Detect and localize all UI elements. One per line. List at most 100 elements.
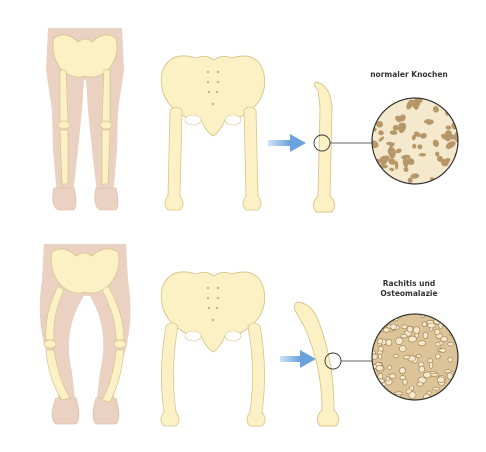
porous-mark <box>440 336 449 342</box>
right-knee <box>99 120 113 130</box>
porous-mark <box>373 386 381 394</box>
obturator-left-bowed <box>184 330 202 342</box>
trabecula-mark <box>435 151 440 157</box>
trabecula-mark <box>454 132 458 143</box>
trabecula-mark <box>407 158 415 165</box>
trabecula-mark <box>386 141 393 146</box>
porous-mark <box>377 338 384 345</box>
left-knee <box>57 120 71 130</box>
porous-mark <box>372 383 380 388</box>
right-arrow-icon <box>268 134 306 152</box>
porous-mark <box>418 365 425 373</box>
femur-right-curved <box>246 322 266 427</box>
trabecula-mark <box>407 177 413 183</box>
femur-single-normal <box>313 81 335 213</box>
obturator-left <box>184 114 202 126</box>
porous-mark <box>395 337 404 345</box>
trabecula-mark <box>376 98 384 106</box>
trabecula-mark <box>376 101 382 107</box>
obturator-right-bowed <box>224 330 242 342</box>
bone-structure-rickets <box>371 313 459 401</box>
label-rickets-line2: Osteomalazie <box>380 289 438 298</box>
trabecula-mark <box>432 139 440 148</box>
porous-mark <box>408 391 417 399</box>
porous-mark <box>446 372 454 380</box>
porous-mark <box>372 325 377 334</box>
femur-left-curved <box>160 322 180 427</box>
trabecula-mark <box>446 144 451 150</box>
left-tibia <box>59 129 69 185</box>
porous-mark <box>441 320 447 324</box>
trabecula-mark <box>418 153 427 157</box>
porous-mark <box>427 358 433 364</box>
porous-mark <box>394 391 404 396</box>
rickets-pelvis-femurs <box>160 271 266 427</box>
trabecula-mark <box>394 160 399 170</box>
trabecula-mark <box>378 136 385 142</box>
porous-mark <box>444 369 452 374</box>
porous-mark <box>389 373 397 379</box>
sacrum-dots <box>206 70 220 106</box>
trabecula-mark <box>417 144 423 150</box>
obturator-right <box>224 114 242 126</box>
trabecula-mark <box>445 125 452 130</box>
trabecula-mark <box>395 115 403 123</box>
normal-legs-figure <box>46 28 124 211</box>
porous-mark <box>407 335 417 343</box>
rickets-legs-figure <box>39 244 131 425</box>
porous-mark <box>436 376 445 383</box>
porous-mark <box>403 355 411 360</box>
right-femur-bowed <box>101 285 125 341</box>
trabecula-mark <box>384 98 389 103</box>
left-femur-bowed <box>45 285 65 341</box>
trabecula-mark <box>392 124 400 131</box>
porous-mark <box>372 328 378 336</box>
trabecula-mark <box>420 132 427 139</box>
porous-mark <box>446 321 455 328</box>
trabecula-mark <box>376 121 384 128</box>
porous-mark <box>372 350 376 356</box>
porous-mark <box>454 321 458 327</box>
trabecula-mark <box>389 130 398 135</box>
trabecula-mark <box>398 122 407 133</box>
porous-mark <box>385 376 391 382</box>
porous-mark <box>375 365 384 372</box>
porous-mark <box>423 371 432 379</box>
trabecula-mark <box>446 133 457 140</box>
porous-mark <box>378 314 387 318</box>
porous-mark <box>417 340 427 347</box>
right-foot-bowed <box>92 397 120 425</box>
porous-mark <box>422 331 429 339</box>
left-knee-bowed <box>43 339 57 349</box>
right-tibia-bowed <box>101 349 125 403</box>
porous-mark <box>416 381 424 387</box>
porous-mark <box>406 325 414 333</box>
sacrum-dots-bowed <box>206 286 220 322</box>
porous-mark <box>402 378 408 386</box>
porous-mark <box>439 317 447 322</box>
porous-mark <box>434 342 441 347</box>
porous-mark <box>435 353 441 360</box>
trabecula-mark <box>403 166 409 172</box>
porous-mark <box>385 338 393 347</box>
porous-mark <box>429 372 439 377</box>
trabecula-mark <box>406 99 414 110</box>
porous-mark <box>383 327 390 333</box>
trabecula-mark <box>411 134 417 141</box>
trabecula-mark <box>423 119 431 123</box>
porous-mark <box>421 321 428 327</box>
trabecula-mark <box>378 130 384 136</box>
porous-mark <box>392 353 399 358</box>
trabecula-mark <box>416 98 421 107</box>
bone-structure-normal <box>371 97 459 185</box>
trabecula-mark <box>412 143 417 149</box>
right-arrow-icon-2 <box>280 350 316 368</box>
left-foot-bowed <box>51 397 80 425</box>
left-tibia-bowed <box>45 349 71 401</box>
porous-mark <box>434 328 441 336</box>
trabecula-mark <box>402 157 409 168</box>
femur-right-straight <box>242 106 262 211</box>
porous-mark <box>400 334 408 339</box>
normal-pelvis-femurs <box>160 55 266 211</box>
